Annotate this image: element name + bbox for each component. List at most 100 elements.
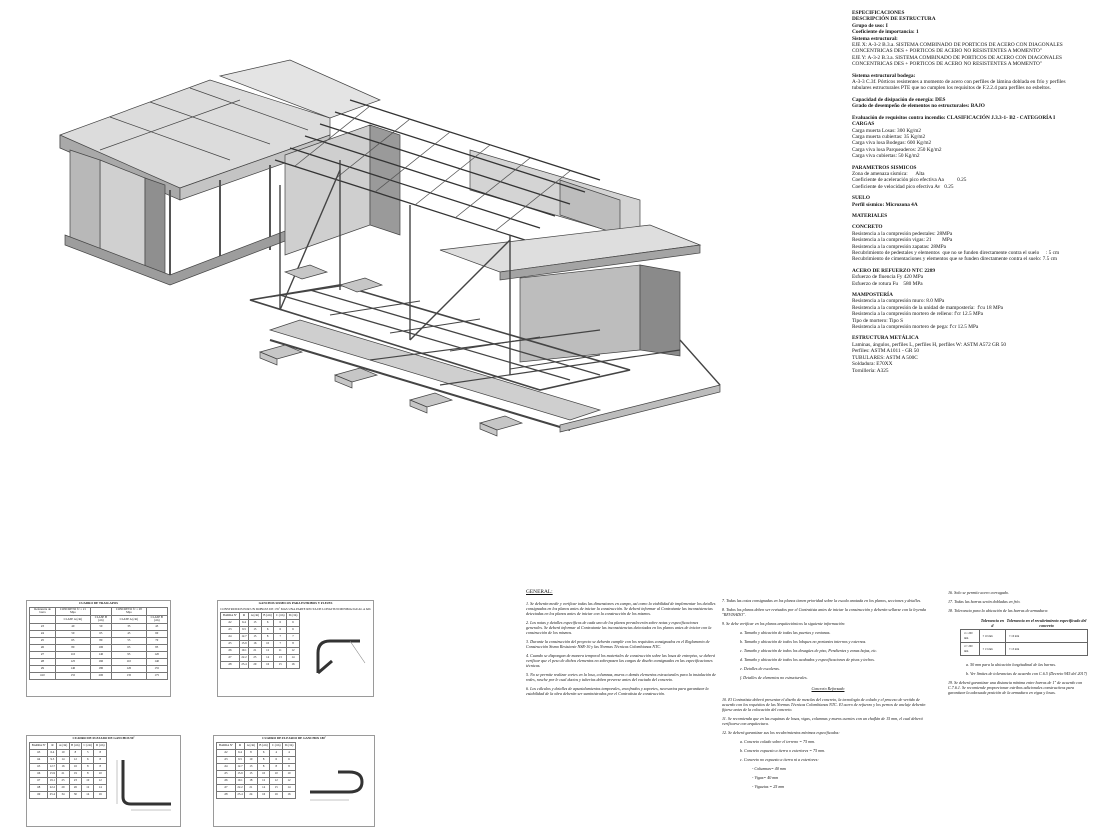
table-cell: #3 bbox=[28, 748, 49, 757]
table-header-cell bbox=[961, 617, 980, 630]
note-item: a. 50 mm para la ubicación longitudinal … bbox=[966, 662, 1056, 667]
table-cell: d ≤ 200 mm bbox=[960, 629, 980, 643]
table-cell: 8 bbox=[256, 755, 271, 764]
table-cell: 6 bbox=[286, 619, 300, 628]
table-cell: 16 bbox=[56, 762, 70, 771]
table-cell: 8 bbox=[269, 762, 284, 771]
table-cell: 22.2 bbox=[47, 783, 58, 792]
table-cell: 12 bbox=[256, 776, 271, 785]
table-cell: 12 bbox=[93, 776, 107, 785]
table-row: d ≤ 200 mm± 10 mm± 10 mm bbox=[960, 629, 1088, 643]
table-cell: 15 bbox=[248, 626, 262, 635]
table-cell: #5 bbox=[28, 636, 57, 645]
table-cell: 25 bbox=[56, 776, 70, 785]
spec-line: Carga viva losa Parqueaderos: 250 Kg/m2 bbox=[852, 146, 942, 153]
spec-line: Laminas, ángulos, perfiles L, perfiles H… bbox=[852, 341, 1007, 348]
table-header-cell: D (cm) bbox=[93, 741, 107, 750]
table-cell: ± 13 mm bbox=[1005, 642, 1088, 656]
table-cell: 14 bbox=[256, 783, 271, 792]
table-cell: 60 bbox=[145, 629, 169, 638]
table-cell: #8 bbox=[28, 657, 57, 666]
table-cell: 25.4 bbox=[234, 790, 246, 799]
table-cell: #8 bbox=[216, 790, 236, 799]
spec-line: ESTRUCTURA METÁLICA bbox=[852, 335, 919, 342]
table-cell: 21 bbox=[248, 647, 262, 656]
table-cell: 140 bbox=[89, 650, 113, 659]
table-cell: #5 bbox=[28, 762, 49, 771]
table-cell: 16 bbox=[256, 790, 271, 799]
table-header-cell: Tolerancia en el recubrimiento especific… bbox=[1006, 618, 1087, 628]
note-item: 19. Se deberá garantizar una distancia m… bbox=[948, 680, 1083, 695]
table-header-cell: Φ bbox=[47, 741, 58, 750]
hook-180-sketch bbox=[310, 770, 364, 801]
table-cell: 50 bbox=[89, 622, 113, 631]
table-cell: 10 bbox=[269, 769, 284, 778]
table-cell: #5 bbox=[220, 640, 240, 649]
table-cell: #2 bbox=[216, 748, 236, 757]
spec-line: Coeficiente de velocidad pico efectiva A… bbox=[852, 183, 954, 190]
table-cell: 14 bbox=[286, 654, 300, 663]
table-cell: 110 bbox=[55, 650, 91, 659]
spec-line: EJE X: A-3-2 B.3.a. SISTEMA COMBINADO DE… bbox=[852, 42, 1065, 55]
table-cell: 13 bbox=[244, 762, 258, 771]
spec-line: A-3-3 C.3f. Pórticos resistentes a momen… bbox=[852, 79, 1067, 92]
table-cell: #7 bbox=[28, 650, 57, 659]
table-cell: 12 bbox=[81, 783, 95, 792]
table-header-cell: C (cm) bbox=[273, 612, 288, 621]
reinforced-concrete-heading: Concreto Reforzado bbox=[811, 686, 845, 691]
table-cell: 12.7 bbox=[238, 633, 250, 642]
note-item: b. Concreto expuesto a tierra o exterior… bbox=[740, 748, 826, 753]
stirrup-hook-table: GANCHOS SISMICOS PARA ESTRIBOS Y FLEJES … bbox=[217, 600, 374, 697]
table-cell: 50 bbox=[55, 629, 91, 638]
table-cell: 40 bbox=[55, 622, 91, 631]
table-cell: 10 bbox=[93, 769, 107, 778]
table-header-cell: B (cm) bbox=[68, 741, 83, 750]
table-header-cell: CONCRETO f'c = 28 Mpa bbox=[111, 606, 147, 616]
table-cell: 80 bbox=[89, 636, 113, 645]
table-cell: 15.9 bbox=[47, 769, 58, 778]
spec-line: Perfiles: ASTM A1011 - GR 50 bbox=[852, 348, 920, 355]
table-cell: 110 bbox=[111, 657, 147, 666]
table-cell: 10 bbox=[56, 748, 70, 757]
table-cell: 8 bbox=[68, 748, 83, 757]
note-item: 2. Los notas y detalles específicos de c… bbox=[526, 620, 712, 635]
table-cell: 8 bbox=[286, 640, 300, 649]
lap-splice-table-title: CUADRO DE TRASLAPOS bbox=[78, 601, 119, 605]
table-cell: 16 bbox=[248, 640, 262, 649]
table-cell: 22.2 bbox=[238, 654, 250, 663]
table-cell: 6 bbox=[269, 755, 284, 764]
table-cell: 8 bbox=[81, 769, 95, 778]
table-cell: 95 bbox=[111, 650, 147, 659]
table-cell: 8 bbox=[282, 762, 296, 771]
spec-line: Resistencia a la compresión pedestales: … bbox=[852, 230, 953, 237]
table-header-cell: BARRA Nº bbox=[216, 741, 236, 750]
table-cell: #4 bbox=[28, 629, 57, 638]
note-item: 18. Tolerancia para la ubicación de las … bbox=[948, 608, 1049, 613]
table-cell: 6 bbox=[273, 626, 288, 635]
table-cell: 12 bbox=[260, 647, 275, 656]
table-cell: 6 bbox=[256, 748, 271, 757]
stirrup-hook-table-title: GANCHOS SISMICOS PARA ESTRIBOS Y FLEJES bbox=[258, 601, 333, 605]
table-cell: 9.5 bbox=[234, 755, 246, 764]
table-header-cell: CLASE B (cm) bbox=[145, 614, 169, 624]
table-header-cell: A (cm) bbox=[56, 741, 70, 750]
table-header-row: CLASE A (cm)CLASE B (cm)CLASE A (cm)CLAS… bbox=[28, 614, 169, 624]
table-cell: 15 bbox=[273, 661, 288, 670]
spec-line: PARAMETROS SISMICOS bbox=[852, 164, 917, 171]
